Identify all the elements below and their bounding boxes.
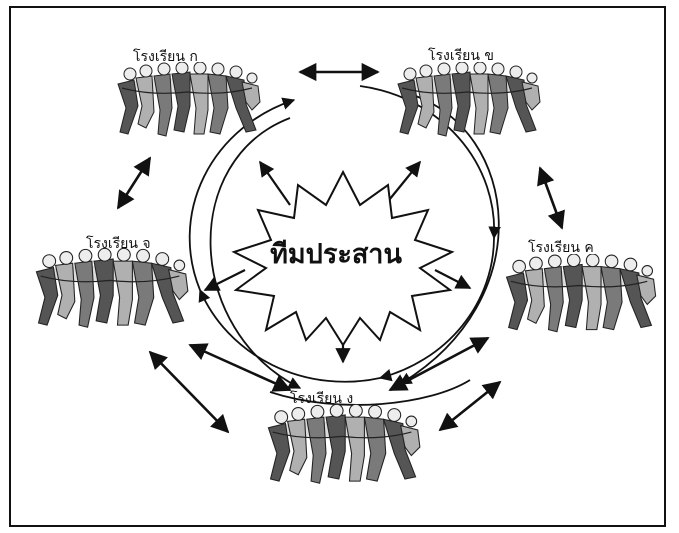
school-d-label: โรงเรียน ง xyxy=(290,391,354,407)
school-b-label: โรงเรียน ข xyxy=(428,48,494,64)
school-a-people xyxy=(117,62,261,137)
school-e-label: โรงเรียน จ xyxy=(86,236,151,252)
school-d-people xyxy=(267,404,421,484)
school-c-label: โรงเรียน ค xyxy=(528,240,594,256)
peer-links xyxy=(116,62,565,434)
hub-label: ทีมประสาน xyxy=(270,239,402,270)
school-a-label: โรงเรียน ก xyxy=(133,49,198,65)
school-e-people xyxy=(35,248,189,328)
hub-starburst xyxy=(231,169,455,347)
diagram-frame xyxy=(9,6,666,527)
school-c-people xyxy=(505,254,657,333)
school-b-people xyxy=(397,62,541,137)
